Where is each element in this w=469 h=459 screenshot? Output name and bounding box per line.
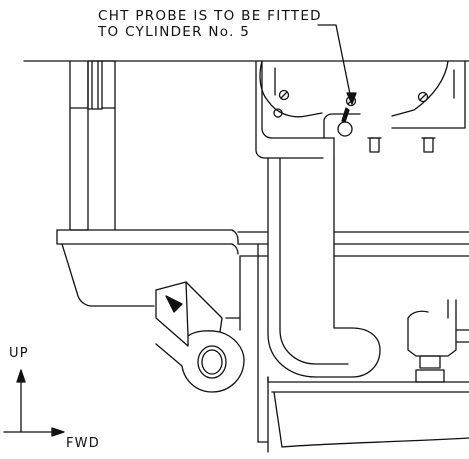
- cylinder-pipe: [268, 158, 380, 377]
- up-direction-label: UP: [9, 346, 29, 361]
- oil-sump: [268, 300, 469, 447]
- callout-arrowhead: [347, 93, 356, 104]
- lifting-eye-lug: [156, 282, 244, 392]
- engine-mount-rail: [57, 230, 469, 256]
- note-line-2: TO CYLINDER No. 5: [98, 24, 251, 40]
- cylinder-studs: [368, 138, 435, 152]
- cylinder-flange: [256, 61, 465, 158]
- forward-direction-label: FWD: [66, 436, 100, 451]
- cht-probe-port: [338, 108, 352, 136]
- crankcase-block: [62, 244, 268, 452]
- direction-indicator: [4, 370, 64, 436]
- note-line-1: CHT PROBE IS TO BE FITTED: [98, 8, 322, 24]
- cht-probe-note: CHT PROBE IS TO BE FITTED TO CYLINDER No…: [98, 8, 322, 40]
- callout-leader-line: [318, 25, 352, 104]
- left-upper-bracket: [70, 61, 115, 230]
